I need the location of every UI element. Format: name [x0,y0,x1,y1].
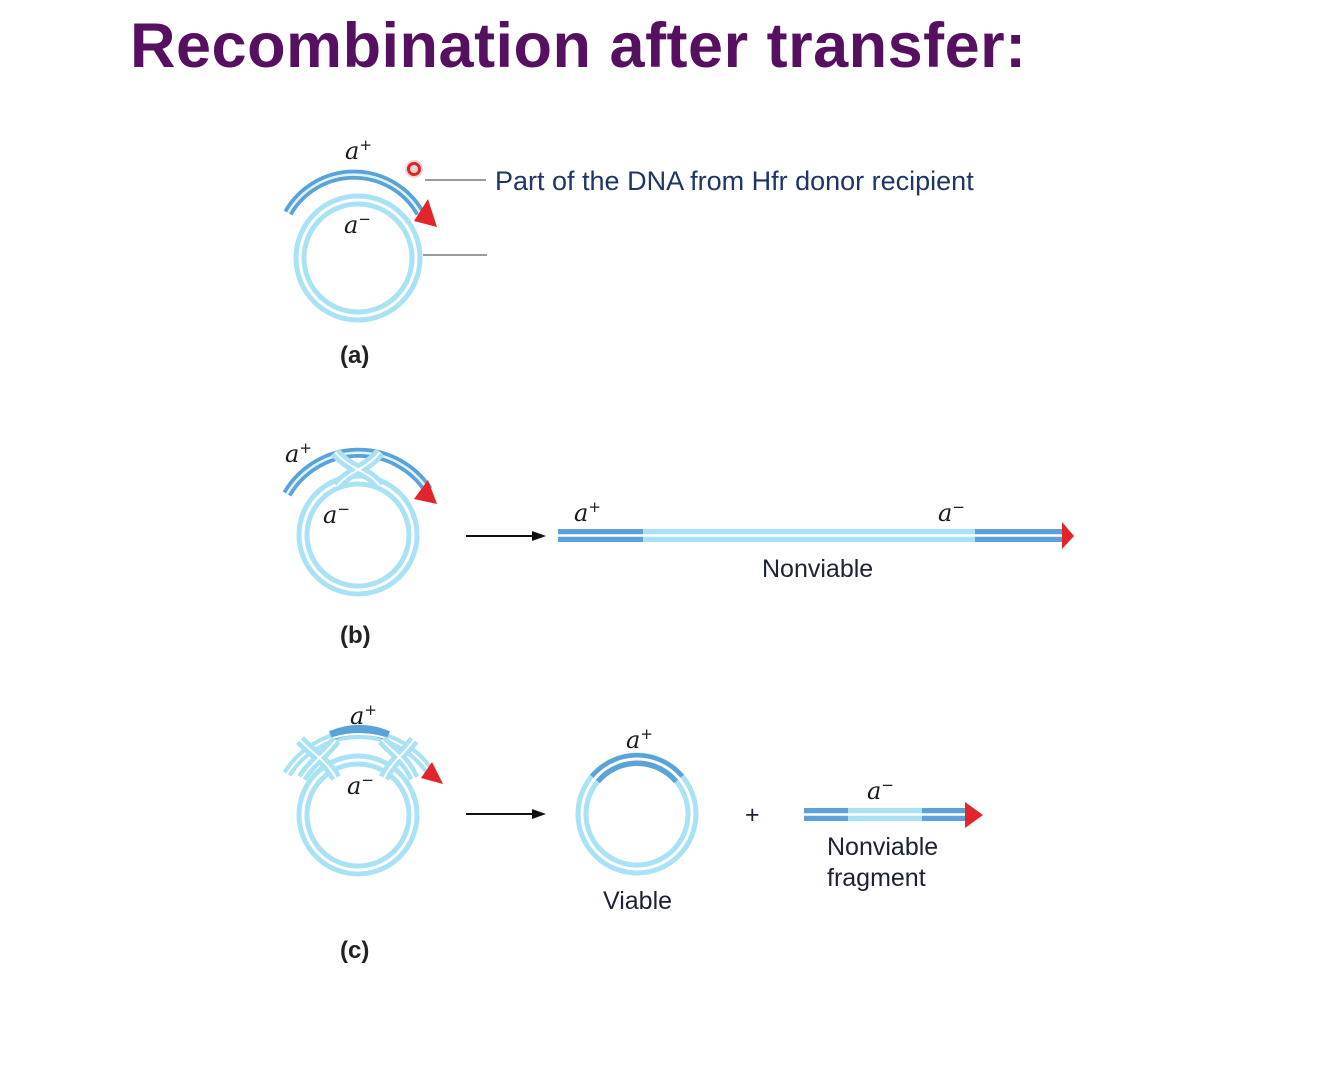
gene-label-b-linear-minus: a− [938,498,965,527]
gene-label-c-fragment-minus: a− [867,776,894,805]
viable-label: Viable [603,887,672,915]
recipient-chromosome-b [296,473,420,597]
gene-label-a-plus: a+ [345,136,372,165]
gene-label-b-linear-plus: a+ [574,498,601,527]
crossover-c-left [295,736,341,782]
red-triangle-arrowhead-icon [421,762,443,784]
right-arrow-icon [466,531,546,541]
plus-sign: + [745,801,760,829]
panel-label-a: (a) [340,342,369,369]
donor-fragment-c [282,725,435,777]
gene-label-c-plus: a+ [350,701,377,730]
right-arrow-icon [466,809,546,819]
laser-pointer-dot-icon [405,160,423,178]
red-triangle-arrowhead-icon [414,199,437,227]
callout-label: Part of the DNA from Hfr donor recipient [495,166,974,196]
panel-label-c: (c) [340,937,369,964]
panel-b: a+ a− a+ a− Nonviable (b) [282,439,1074,649]
red-triangle-arrowhead-icon [965,802,983,828]
panel-label-b: (b) [340,622,371,649]
nonviable-fragment-c [804,808,966,821]
crossover-b [330,448,385,490]
panel-c: a+ a− a+ Viable + a− Nonviable [282,701,983,964]
gene-label-b-plus: a+ [285,439,312,468]
panel-a: a+ a− Part of the DNA from Hfr donor rec… [283,136,974,369]
donor-fragment-b [282,447,433,497]
nonviable-fragment-label-line2: fragment [827,864,926,892]
recipient-chromosome-c [296,753,420,877]
crossover-c-right [377,736,420,781]
red-triangle-arrowhead-icon [414,480,437,504]
gene-label-c-minus: a− [347,771,374,800]
gene-label-c-viable-plus: a+ [626,725,653,754]
gene-label-b-minus: a− [323,500,350,529]
gene-label-a-minus: a− [344,210,371,239]
recipient-chromosome-a [293,193,423,323]
red-triangle-arrowhead-icon [1062,522,1074,549]
nonviable-label: Nonviable [762,555,873,583]
viable-chromosome-c [575,752,699,876]
linear-chromosome-b [558,529,1063,542]
page-title: Recombination after transfer: [130,11,1027,81]
nonviable-fragment-label-line1: Nonviable [827,833,938,861]
donor-fragment-a [283,169,425,216]
